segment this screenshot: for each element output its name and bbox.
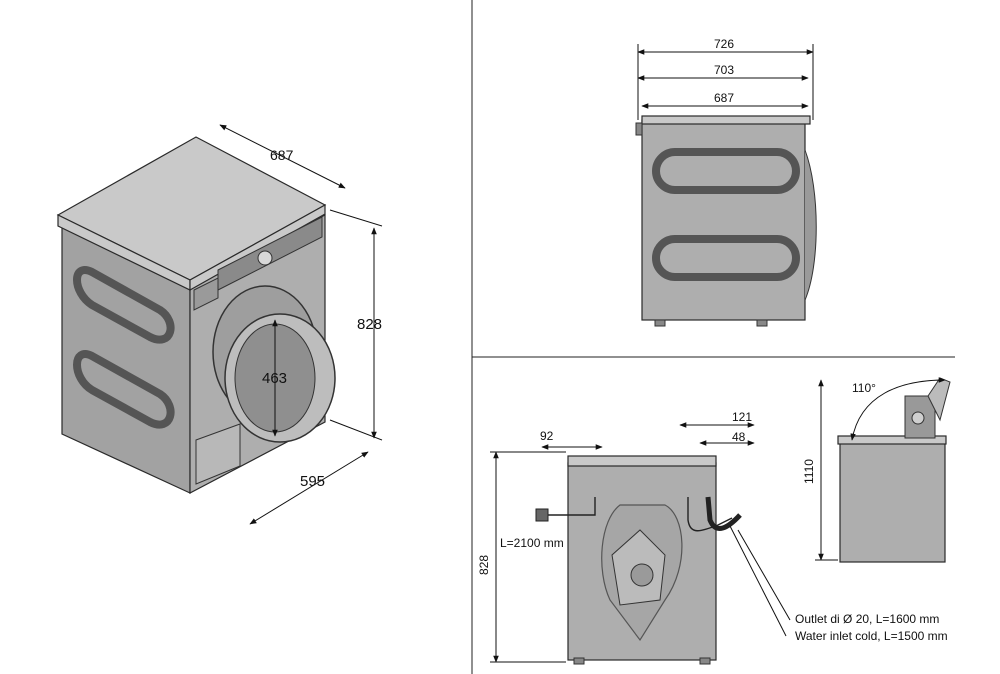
inlet-hose <box>705 496 742 531</box>
side-view: 726 703 687 <box>635 37 817 327</box>
perspective-view: 687 828 595 463 <box>56 124 383 525</box>
perspective-height-label: 828 <box>357 316 382 333</box>
rear-view: 92 121 48 828 L=2100 mm Outlet di Ø 20, … <box>477 410 948 665</box>
power-cable <box>548 497 596 516</box>
rear-height-label: 828 <box>477 555 491 575</box>
lid-view-knob <box>911 411 925 425</box>
rear-view-foot-left <box>573 657 585 665</box>
power-plug <box>535 508 549 522</box>
rear-view-foot-right <box>699 657 711 665</box>
side-view-lower-groove <box>652 235 800 281</box>
side-view-foot-left <box>654 319 666 327</box>
outlet-hose-label: Outlet di Ø 20, L=1600 mm <box>795 612 939 626</box>
side-view-top <box>641 115 811 125</box>
lid-angle-label: 110° <box>852 381 876 395</box>
side-dim-total: 726 <box>714 37 734 51</box>
rear-view-drum-cap <box>630 563 654 587</box>
rear-right-offset-b: 48 <box>732 430 746 444</box>
detergent-drawer <box>193 277 219 311</box>
rear-left-offset: 92 <box>540 429 554 443</box>
lid-height-label: 1110 <box>802 459 816 484</box>
side-view-door-bulge <box>804 149 817 301</box>
side-panel-lower-groove <box>73 350 175 429</box>
rear-right-offset-a: 121 <box>732 410 752 424</box>
side-view-foot-right <box>756 319 768 327</box>
perspective-depth-label: 687 <box>270 147 294 163</box>
side-view-upper-groove <box>652 148 800 194</box>
perspective-width-label: 595 <box>300 473 325 490</box>
side-panel-upper-groove <box>73 266 175 344</box>
service-hatch <box>195 423 241 485</box>
control-knob <box>257 250 273 266</box>
door-diameter-label: 463 <box>262 370 287 387</box>
side-dim-body: 687 <box>714 91 734 105</box>
rear-view-top <box>567 455 717 467</box>
lid-view: 110° 1110 <box>802 377 951 563</box>
side-dim-mid: 703 <box>714 63 734 77</box>
lid-view-body <box>839 439 946 563</box>
inlet-hose-label: Water inlet cold, L=1500 mm <box>795 629 948 643</box>
side-view-back-lip <box>635 122 643 136</box>
outlet-hose <box>687 497 733 532</box>
power-cable-label: L=2100 mm <box>500 536 564 550</box>
